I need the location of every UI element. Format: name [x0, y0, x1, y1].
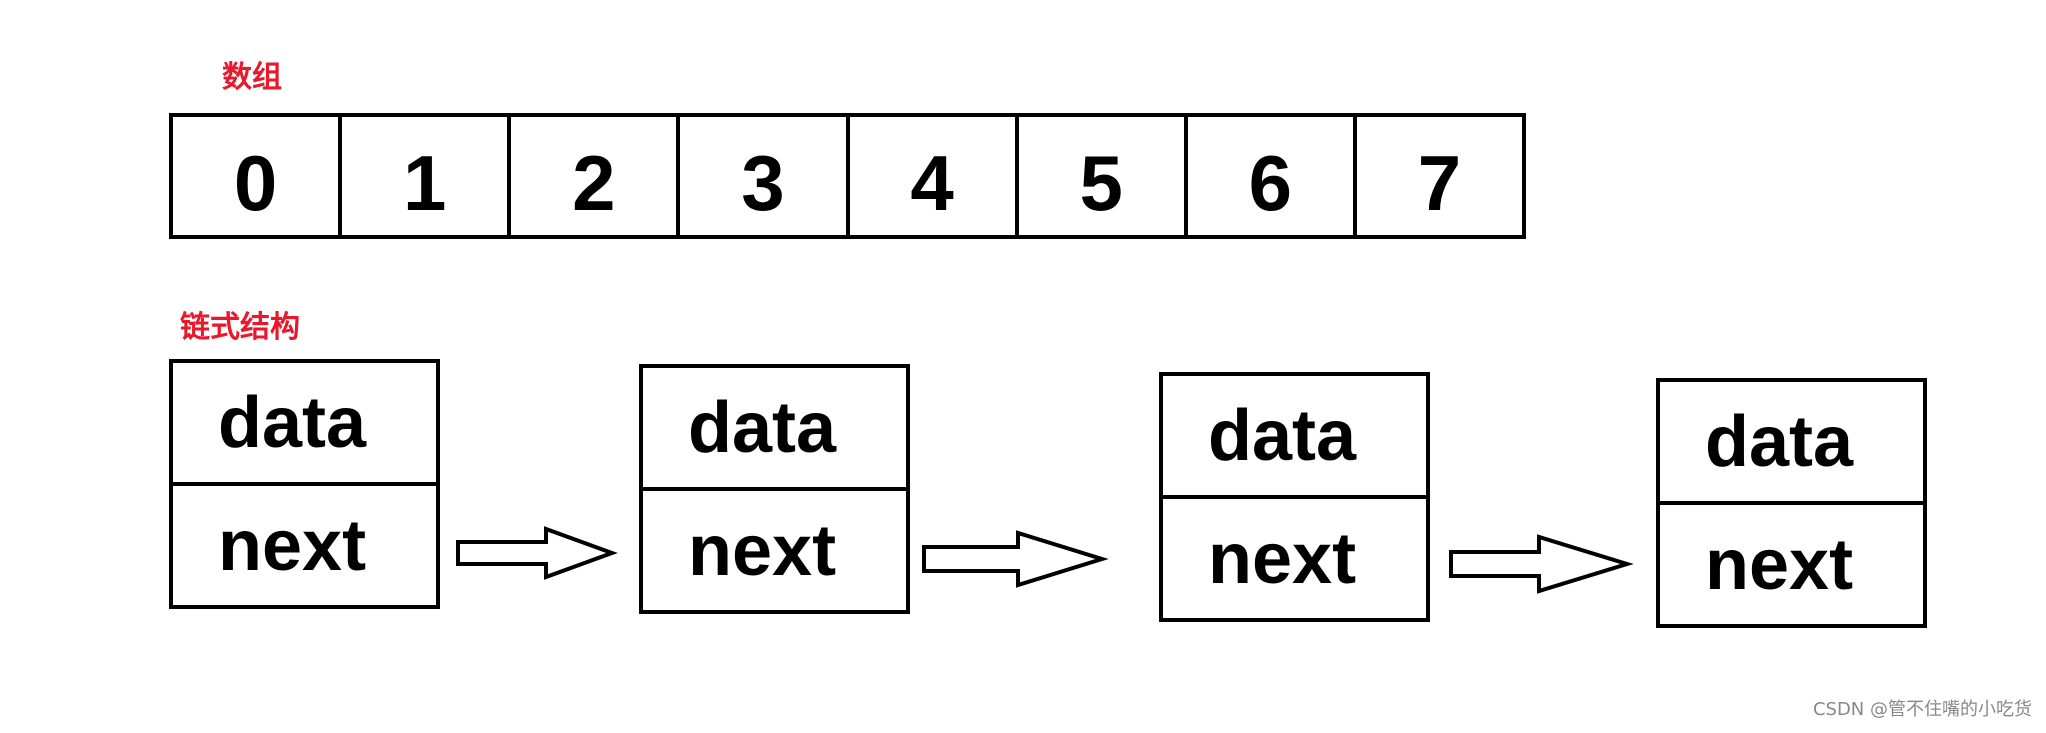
linked-node-2: data next	[639, 364, 910, 614]
pointer-arrow-icon	[922, 530, 1109, 588]
node-data-field: data	[688, 387, 837, 468]
node-next-field: next	[1163, 495, 1426, 618]
array-cell-1: 1	[338, 113, 512, 239]
linked-node-3: data next	[1159, 372, 1430, 622]
array-cell-6: 6	[1183, 113, 1357, 239]
pointer-arrow-icon	[456, 526, 618, 580]
array-cell-5: 5	[1014, 113, 1188, 239]
node-data-field: data	[1208, 395, 1357, 476]
array-cell-3: 3	[676, 113, 850, 239]
watermark-text: CSDN @管不住嘴的小吃货	[1812, 699, 2032, 720]
linked-node-1: data next	[169, 359, 440, 609]
pointer-arrow-icon	[1449, 534, 1634, 594]
node-next-field: next	[643, 487, 906, 610]
linked-section-label: 链式结构	[180, 310, 300, 345]
array-cell-0: 0	[169, 113, 343, 239]
node-next-field: next	[173, 482, 436, 605]
array-cell-4: 4	[845, 113, 1019, 239]
array-section-label: 数组	[222, 60, 282, 95]
linked-node-4: data next	[1656, 378, 1927, 628]
array-cell-7: 7	[1352, 113, 1526, 239]
node-data-field: data	[218, 382, 367, 463]
node-next-field: next	[1660, 501, 1923, 624]
node-data-field: data	[1705, 401, 1854, 482]
array-diagram: 0 1 2 3 4 5 6 7	[169, 113, 1526, 239]
array-cell-2: 2	[507, 113, 681, 239]
